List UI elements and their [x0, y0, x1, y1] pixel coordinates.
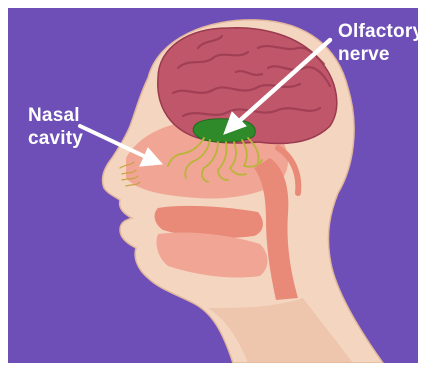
- olfactory-bulb: [193, 119, 255, 142]
- olfactory-nerve-label-line-1: Olfactory: [338, 20, 418, 43]
- nasal-cavity-label-line-2: cavity: [28, 127, 83, 150]
- nasal-cavity-label: Nasal cavity: [28, 104, 83, 150]
- olfaction-diagram: Nasal cavity Olfactory nerve: [8, 8, 418, 363]
- nasal-cavity-label-line-1: Nasal: [28, 104, 83, 127]
- olfactory-nerve-label-line-2: nerve: [338, 43, 418, 66]
- olfactory-nerve-label: Olfactory nerve: [338, 20, 418, 66]
